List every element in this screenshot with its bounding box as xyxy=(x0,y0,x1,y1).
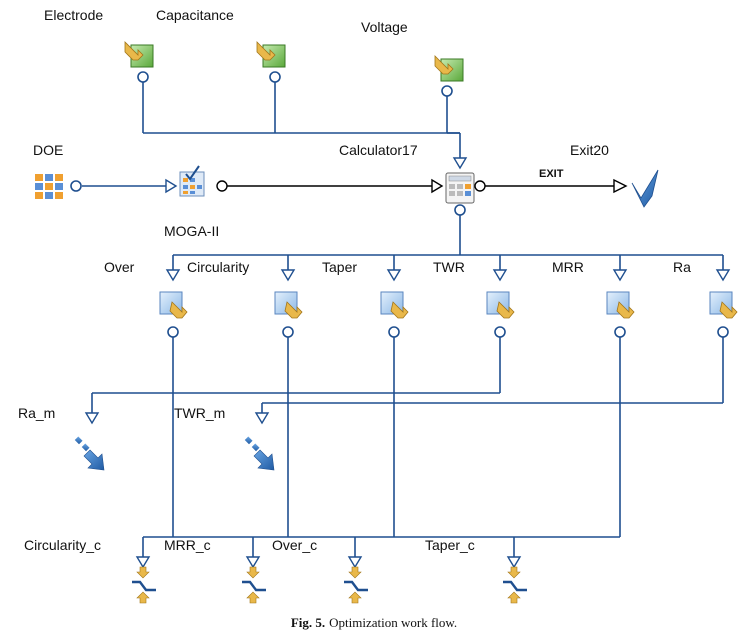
output-arrow-icon xyxy=(169,301,188,319)
output-arrow-icon xyxy=(496,301,515,319)
caption-label: Fig. 5. xyxy=(291,615,325,630)
label-capacitance: Capacitance xyxy=(156,7,234,23)
label-circularity-c: Circularity_c xyxy=(24,537,101,553)
figure-caption: Fig. 5. Optimization work flow. xyxy=(291,615,457,630)
output-node-over[interactable] xyxy=(159,291,188,338)
constraint-icon xyxy=(132,566,156,604)
constraint-icon xyxy=(344,566,368,604)
doe-grid-icon xyxy=(35,174,63,199)
input-node-voltage[interactable] xyxy=(434,55,464,97)
input-arrow-icon xyxy=(434,55,454,75)
output-node-ra[interactable] xyxy=(709,291,738,338)
input-arrow-icon xyxy=(124,41,144,61)
moga-node[interactable] xyxy=(179,165,228,197)
label-mrr-c: MRR_c xyxy=(164,537,211,553)
label-over-c: Over_c xyxy=(272,537,317,553)
input-node-capacitance[interactable] xyxy=(256,41,286,83)
constraint-node-mrr-c[interactable] xyxy=(242,566,266,604)
output-node-taper[interactable] xyxy=(380,291,409,338)
output-arrow-icon xyxy=(390,301,409,319)
label-taper: Taper xyxy=(322,259,357,275)
objective-arrow-icon xyxy=(244,436,275,471)
constraint-node-circularity-c[interactable] xyxy=(132,566,156,604)
objective-arrow-icon xyxy=(74,436,105,471)
caption-text: Optimization work flow. xyxy=(329,615,457,630)
output-node-circularity[interactable] xyxy=(274,291,303,338)
label-taper-c: Taper_c xyxy=(425,537,475,553)
doe-node[interactable] xyxy=(35,174,82,199)
label-twr: TWR xyxy=(433,259,465,275)
output-node-twr[interactable] xyxy=(486,291,515,338)
constraint-icon xyxy=(242,566,266,604)
label-circularity: Circularity xyxy=(187,259,249,275)
label-calculator: Calculator17 xyxy=(339,142,418,158)
output-arrow-icon xyxy=(616,301,635,319)
connections xyxy=(82,82,731,569)
label-moga: MOGA-II xyxy=(164,223,219,239)
objective-node-ra-m[interactable] xyxy=(74,436,105,471)
label-doe: DOE xyxy=(33,142,63,158)
label-exit-edge: EXIT xyxy=(539,168,564,180)
optimizer-icon xyxy=(179,165,205,197)
calculator-node[interactable] xyxy=(445,172,486,216)
label-over: Over xyxy=(104,259,135,275)
output-arrow-icon xyxy=(284,301,303,319)
exit-node[interactable] xyxy=(631,169,659,208)
input-arrow-icon xyxy=(256,41,276,61)
label-ra-m: Ra_m xyxy=(18,405,55,421)
label-exit-node: Exit20 xyxy=(570,142,609,158)
label-mrr: MRR xyxy=(552,259,584,275)
label-ra: Ra xyxy=(673,259,691,275)
label-twr-m: TWR_m xyxy=(174,405,225,421)
label-voltage: Voltage xyxy=(361,19,408,35)
label-electrode: Electrode xyxy=(44,7,103,23)
constraint-node-over-c[interactable] xyxy=(344,566,368,604)
objective-node-twr-m[interactable] xyxy=(244,436,275,471)
calculator-icon xyxy=(445,172,475,204)
constraint-icon xyxy=(503,566,527,604)
output-arrow-icon xyxy=(719,301,738,319)
constraint-node-taper-c[interactable] xyxy=(503,566,527,604)
output-node-mrr[interactable] xyxy=(606,291,635,338)
input-node-electrode[interactable] xyxy=(124,41,154,83)
exit-check-icon xyxy=(631,169,659,208)
